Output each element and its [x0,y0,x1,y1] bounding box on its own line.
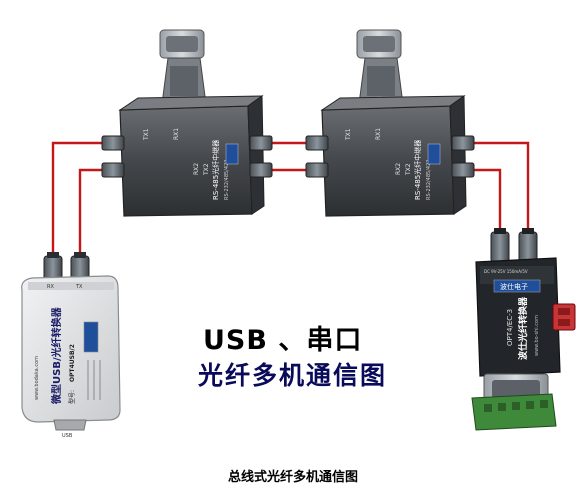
usb-converter-spec-lines [87,360,101,400]
usb-port-label: USB [62,433,73,439]
left-repeater-tx1-label: TX1 [143,128,150,141]
right-repeater-name: RS-485光纤中继器 [413,140,422,200]
left-repeater-tx2-label: TX2 [203,163,210,176]
serial-converter-header-text: DC 9V-25V 150mA/5V [484,269,528,274]
usb-converter-model-prefix: 型号: [68,390,76,404]
right-repeater-port-left [305,135,329,178]
left-repeater: TX1 RX1 TX2 RX2 RS-485光纤中继器 RS-232/485/4… [101,29,273,217]
title-usb-serial: USB 、串口 [203,325,363,356]
left-repeater-name: RS-485光纤中继器 [211,140,220,200]
fiber-usb-rx-to-left-repeater [51,141,110,262]
usb-converter: RX TX 微型USB/光纤转换器 型号: OPT4USB/2 www.boda… [21,252,121,439]
usb-converter-fiber-ports [43,252,90,281]
figure-caption: 总线式光纤多机通信图 [227,470,358,485]
serial-converter: DC 9V-25V 150mA/5V 波仕电子 OPT4/EC-3 波仕光纤转换… [471,228,576,431]
left-db9-connector [159,29,207,105]
serial-converter-brand-badge [493,279,541,293]
right-repeater-rx1-label: RX1 [375,128,382,140]
usb-converter-body [21,275,121,423]
serial-converter-website: www.bo-shi.com [534,315,540,356]
serial-converter-power-terminal [552,303,576,331]
usb-converter-name: 微型USB/光纤转换器 [50,306,63,405]
serial-converter-model: OPT4/EC-3 [506,309,514,346]
right-repeater-brand-badge [427,143,441,165]
left-repeater-model: RS-232/485/422 [224,160,230,200]
right-db9-connector [356,29,404,105]
fiber-right-repeater-to-serial-top [470,141,530,240]
left-repeater-rx2-label: RX2 [193,163,200,175]
serial-converter-green-terminal [471,393,557,431]
serial-converter-name: 波仕光纤转换器 [517,296,529,360]
right-repeater-model: RS-232/485/422 [426,160,432,200]
serial-converter-brand: 波仕电子 [500,282,528,291]
usb-converter-brand-badge [83,321,99,353]
usb-converter-tx-label: TX [75,284,83,290]
left-repeater-port-left [101,135,125,178]
fiber-right-repeater-to-serial-bottom [470,168,502,240]
right-repeater-tx1-label: TX1 [345,128,352,141]
usb-converter-model: OPT4USB/2 [69,344,76,382]
serial-converter-fiber-ports [490,228,538,263]
right-repeater-port-right [451,135,475,178]
usb-converter-rx-label: RX [47,284,54,290]
right-repeater: TX1 RX1 TX2 RX2 RS-485光纤中继器 RS-232/485/4… [305,29,475,217]
fiber-usb-tx-to-left-repeater [78,168,110,262]
usb-converter-website: www.bodaka.com [34,356,40,400]
left-repeater-port-right [249,135,273,178]
right-repeater-rx2-label: RX2 [395,163,402,175]
fiber-cables [51,141,530,262]
right-repeater-tx2-label: TX2 [405,163,412,176]
left-repeater-rx1-label: RX1 [173,128,180,140]
title-fiber-multi: 光纤多机通信图 [198,361,388,390]
left-repeater-brand-badge [225,143,239,165]
